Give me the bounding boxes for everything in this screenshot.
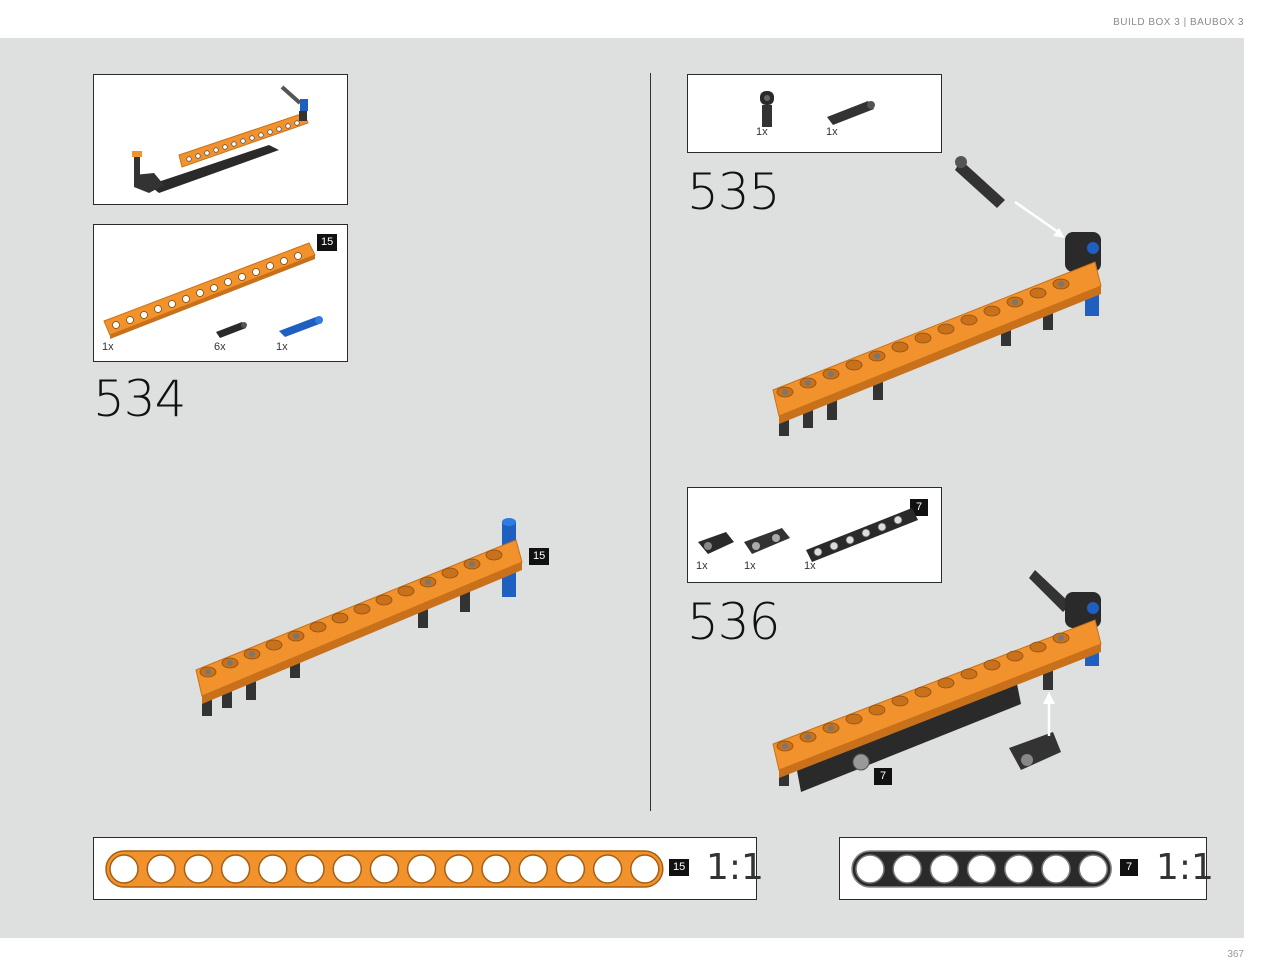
scale-beam-hole (518, 854, 548, 884)
subassembly-preview-icon (132, 85, 309, 193)
page-number: 367 (1227, 949, 1244, 960)
scale-ruler-orange-15: 15 1:1 (93, 837, 764, 900)
header-title: BUILD BOX 3 | BAUBOX 3 (1113, 17, 1244, 28)
orange-beam-scale-icon (105, 850, 664, 888)
blue-axle-pin-icon (279, 316, 323, 337)
black-connector-icon (698, 532, 734, 554)
part-qty-1: 1x (102, 341, 114, 353)
black-beam-7-icon (806, 508, 918, 562)
step-number-535: 535 (687, 163, 780, 221)
scale-ratio-label: 1:1 (1156, 847, 1214, 888)
scale-beam-hole (929, 854, 960, 884)
parts-box-536: 7 1x 1x 1x (687, 487, 942, 583)
scale-beam-hole (592, 854, 623, 884)
assembly-535-illustration (772, 156, 1102, 436)
scale-beam-hole (406, 854, 437, 884)
black-pin-icon (216, 322, 247, 338)
scale-length-badge: 15 (669, 859, 690, 876)
subassembly-callout (93, 74, 348, 205)
dark-axle-pin-icon (827, 101, 875, 125)
scale-beam-hole (555, 854, 586, 884)
black-beam-scale-icon (851, 850, 1112, 888)
assembly-536-illustration (772, 570, 1102, 792)
scale-beam-hole (444, 854, 474, 884)
dark-connector-icon (744, 528, 790, 554)
scale-beam-hole (966, 854, 997, 884)
beam-length-badge: 7 (910, 499, 928, 516)
scale-beam-hole (109, 854, 139, 884)
scale-beam-hole (258, 854, 288, 884)
scale-beam-hole (1004, 854, 1034, 884)
orange-beam-15-icon (103, 242, 316, 339)
scale-beam-hole (332, 854, 362, 884)
scale-beam-hole (1078, 854, 1108, 884)
part-qty-3: 1x (804, 560, 816, 572)
parts-box-534: 15 1x 6x 1x (93, 224, 348, 362)
scale-ruler-black-7: 7 1:1 (839, 837, 1214, 900)
part-qty-1: 1x (696, 560, 708, 572)
scale-beam-hole (481, 854, 511, 884)
scale-length-badge: 7 (1120, 859, 1138, 876)
assembly-length-badge-536: 7 (874, 768, 892, 785)
scale-beam-hole (183, 854, 214, 884)
scale-ratio-label: 1:1 (706, 847, 764, 888)
part-qty-2: 1x (744, 560, 756, 572)
assembly-length-badge-534: 15 (529, 548, 550, 565)
scale-beam-hole (892, 854, 922, 884)
scale-beam-hole (630, 854, 660, 884)
assembly-534-illustration (195, 518, 523, 716)
step-number-534: 534 (93, 370, 186, 428)
beam-length-badge: 15 (317, 234, 338, 251)
part-qty-1: 1x (756, 126, 768, 138)
black-connector-icon (760, 91, 774, 127)
parts-box-535: 1x 1x (687, 74, 942, 153)
scale-beam-hole (220, 854, 251, 884)
part-qty-3: 1x (276, 341, 288, 353)
scale-beam-hole (369, 854, 400, 884)
scale-beam-hole (295, 854, 325, 884)
step-number-536: 536 (687, 593, 780, 651)
scale-beam-hole (1041, 854, 1071, 884)
scale-beam-hole (855, 854, 885, 884)
part-qty-2: 6x (214, 341, 226, 353)
scale-beam-hole (146, 854, 176, 884)
column-divider (650, 73, 651, 811)
part-qty-2: 1x (826, 126, 838, 138)
